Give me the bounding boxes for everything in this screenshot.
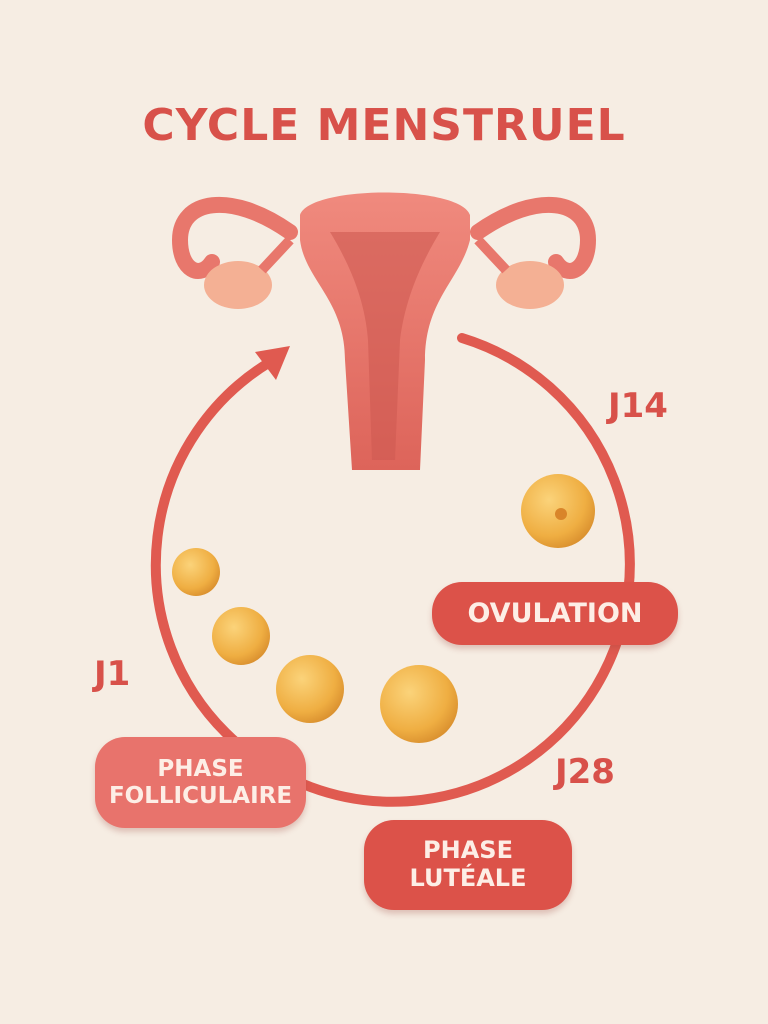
arrow-head-icon xyxy=(255,346,290,380)
follicle xyxy=(172,548,220,596)
page-title: CYCLE MENSTRUEL xyxy=(142,100,626,151)
uterus-illustration xyxy=(171,192,597,470)
ovulation-text: OVULATION xyxy=(467,597,643,629)
luteal-phase-label: PHASE LUTÉALE xyxy=(364,820,572,910)
luteal-text-2: LUTÉALE xyxy=(409,864,527,892)
cycle-arc xyxy=(150,333,635,807)
follicular-text-1: PHASE xyxy=(157,756,244,783)
follicle xyxy=(212,607,270,665)
day-label-j1: J1 xyxy=(94,654,131,694)
follicle xyxy=(276,655,344,723)
luteal-text-1: PHASE xyxy=(423,836,513,865)
follicular-phase-label: PHASE FOLLICULAIRE xyxy=(95,737,306,828)
ovulation-label: OVULATION xyxy=(432,582,678,645)
follicle xyxy=(380,665,458,743)
day-label-j14: J14 xyxy=(608,386,668,426)
day-label-j28: J28 xyxy=(555,752,615,792)
follicular-text-2: FOLLICULAIRE xyxy=(108,782,293,809)
